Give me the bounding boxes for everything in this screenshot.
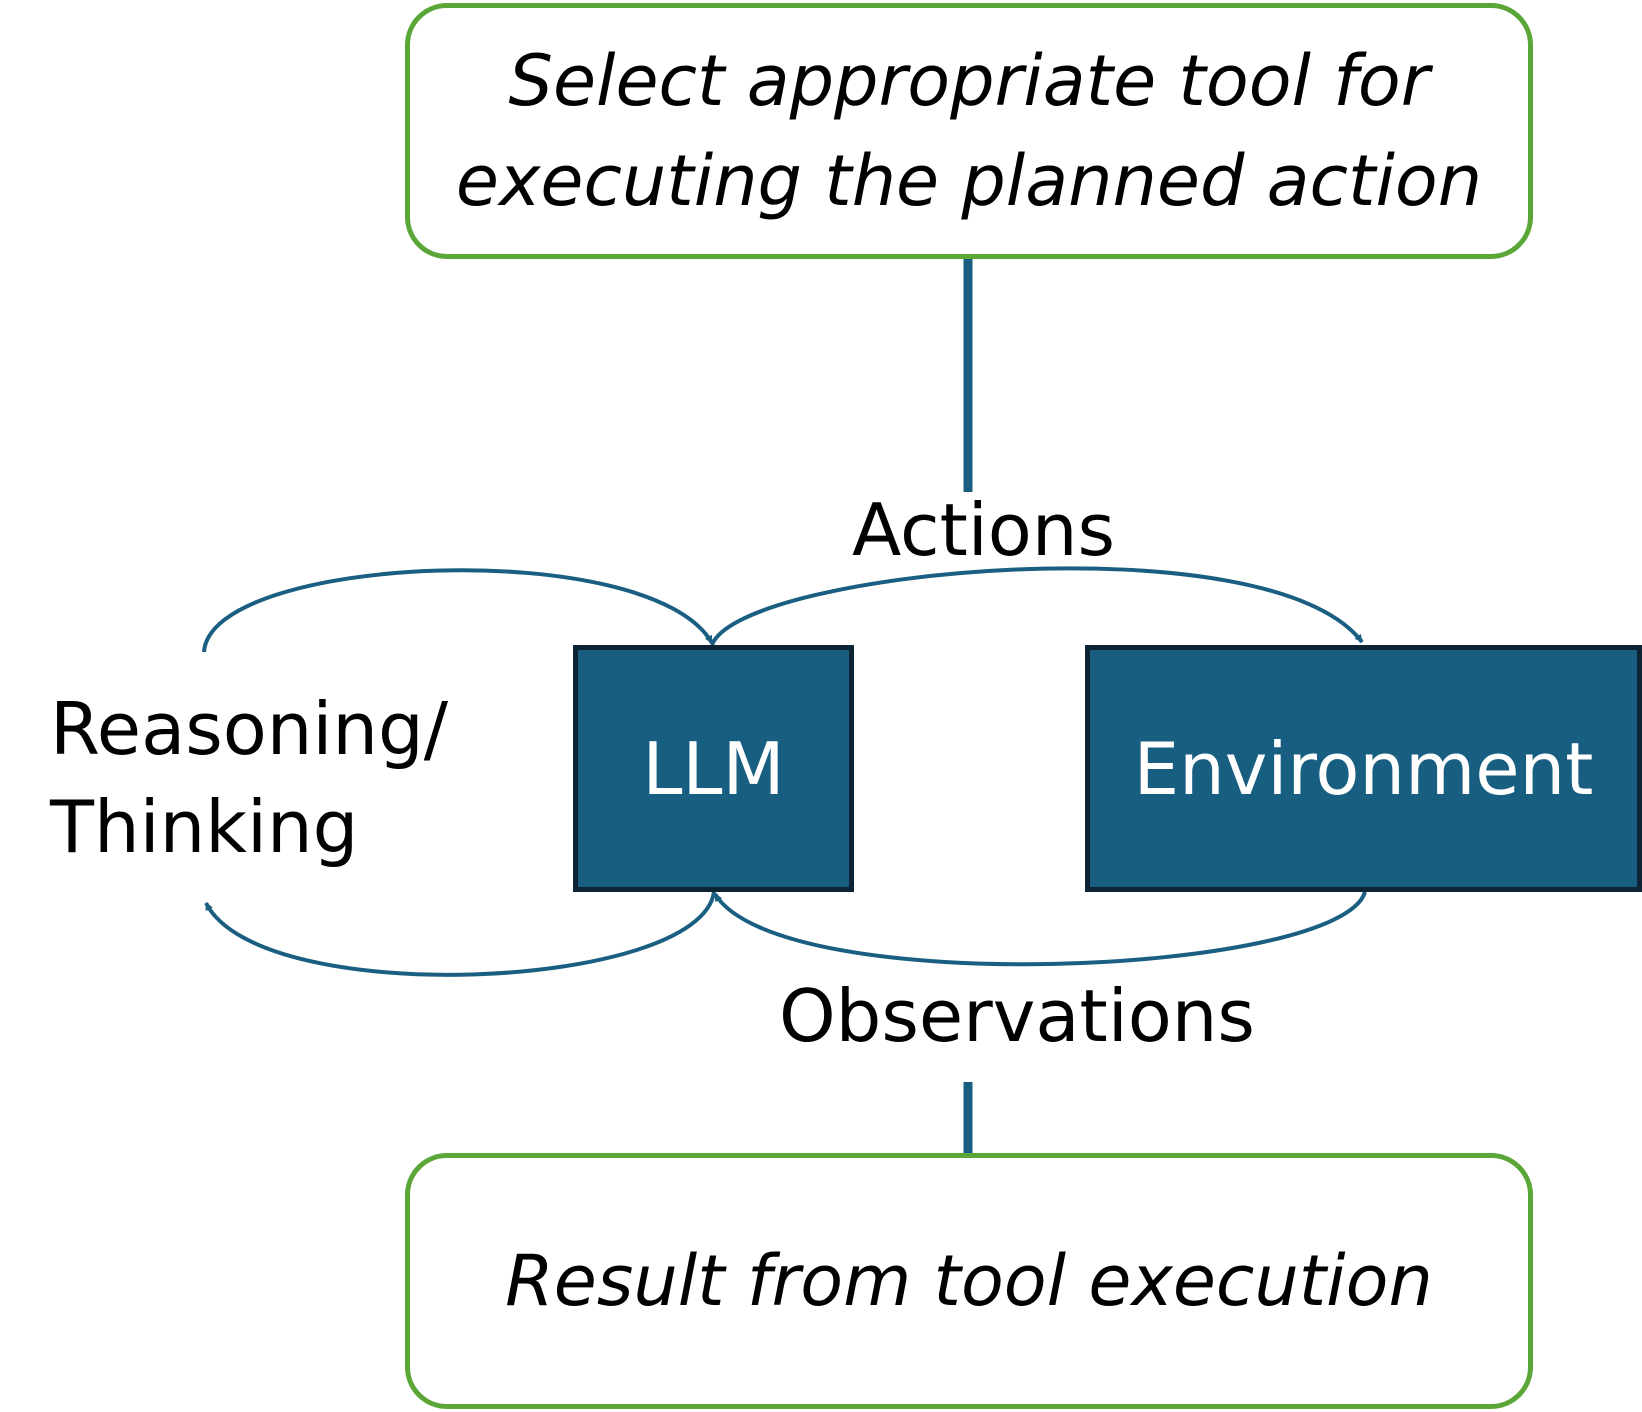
actions-label: Actions: [852, 488, 1116, 572]
actions-arrow: [710, 566, 1364, 646]
reasoning-loop-arrow-top: [202, 568, 714, 653]
llm-label: LLM: [642, 726, 785, 811]
reasoning-loop-arrow-bottom: [204, 891, 716, 977]
tool-result-text: Result from tool execution: [505, 1240, 1433, 1322]
reasoning-thinking-label: Reasoning/ Thinking: [50, 680, 448, 876]
tool-selection-line-1: Select appropriate tool for: [508, 40, 1430, 122]
tool-selection-text: Select appropriate tool for executing th…: [456, 31, 1482, 231]
llm-node: LLM: [573, 645, 854, 892]
tool-selection-line-2: executing the planned action: [455, 140, 1483, 222]
environment-label: Environment: [1133, 726, 1594, 811]
observations-arrow: [713, 891, 1367, 967]
environment-node: Environment: [1085, 645, 1642, 892]
reasoning-label-line-1: Reasoning/: [50, 687, 449, 771]
tool-result-box: Result from tool execution: [405, 1153, 1533, 1409]
reasoning-label-line-2: Thinking: [50, 785, 359, 869]
observations-label: Observations: [779, 974, 1255, 1058]
tool-selection-box: Select appropriate tool for executing th…: [405, 3, 1533, 259]
